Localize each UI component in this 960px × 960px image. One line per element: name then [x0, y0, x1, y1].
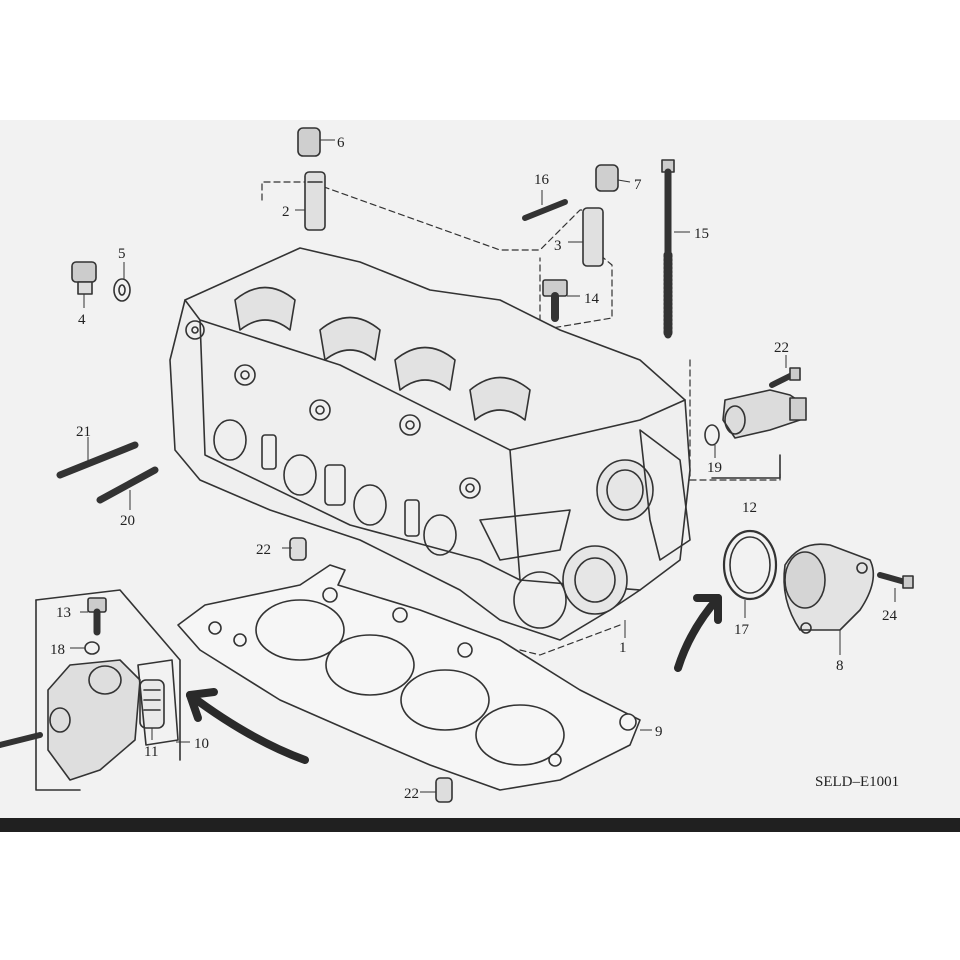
vtc-group-box [35, 589, 181, 791]
valve-seal-7 [595, 164, 619, 192]
callout-6: 6 [337, 135, 345, 151]
hand-drawn-arrow-left [186, 688, 309, 764]
bracket-12-line [711, 454, 781, 479]
monitor-bottom-area [0, 818, 960, 960]
sensor-12 [722, 389, 807, 439]
callout-1: 1 [619, 640, 627, 656]
callout-10: 10 [194, 736, 209, 752]
head-gasket-9 [177, 564, 641, 791]
screen: 6 2 16 7 15 3 14 5 4 21 20 22 1 22 19 12… [0, 120, 960, 820]
head-bolt-15 [661, 159, 675, 340]
housing-8 [783, 543, 875, 634]
callout-16: 16 [534, 172, 550, 188]
callout-labels: 6 2 16 7 15 3 14 5 4 21 20 22 1 22 19 12… [50, 135, 899, 802]
reference-code: SELD–E1001 [815, 774, 899, 790]
callout-21: 21 [76, 424, 91, 440]
stud-21 [56, 441, 139, 479]
callout-7: 7 [634, 177, 642, 193]
callout-5: 5 [118, 246, 126, 262]
gasket-10 [137, 659, 179, 746]
hand-drawn-arrow-right [674, 594, 722, 672]
callout-24: 24 [882, 608, 898, 624]
callout-4: 4 [78, 312, 86, 328]
callout-22-upper: 22 [256, 542, 271, 558]
valve-guide-3 [582, 207, 604, 267]
bolt-23 [769, 367, 801, 388]
callout-19: 19 [707, 460, 722, 476]
callout-3: 3 [554, 238, 562, 254]
bolt-13 [87, 597, 107, 636]
valve-seal-6 [297, 127, 321, 157]
callout-18: 18 [50, 642, 65, 658]
callout-20: 20 [120, 513, 135, 529]
o-ring-18 [84, 641, 100, 655]
gasket-ring-17 [722, 529, 778, 601]
dowel-pin-22b [435, 777, 453, 803]
callout-12: 12 [742, 500, 757, 516]
stud-20 [96, 466, 159, 504]
spool-valve-assembly [0, 659, 141, 781]
cylinder-head [169, 247, 691, 641]
bolt-14 [542, 279, 568, 322]
valve-guide-2 [304, 171, 326, 231]
callout-13: 13 [56, 605, 71, 621]
o-ring-19 [704, 424, 720, 446]
callout-2: 2 [282, 204, 290, 220]
callout-15: 15 [694, 226, 709, 242]
monitor-top-area [0, 0, 960, 120]
stud-16 [522, 199, 568, 221]
callout-17: 17 [734, 622, 750, 638]
monitor-bezel-edge [0, 818, 960, 832]
callout-9: 9 [655, 724, 663, 740]
washer-5 [113, 278, 131, 302]
callout-14: 14 [584, 291, 600, 307]
callout-11: 11 [144, 744, 158, 760]
callout-22-lower: 22 [404, 786, 419, 802]
callout-23: 22 [774, 340, 789, 356]
dowel-pin-22a [289, 537, 307, 561]
callout-8: 8 [836, 658, 844, 674]
plug-bolt-4 [71, 261, 97, 295]
bolt-24 [877, 572, 914, 589]
parts-diagram: 6 2 16 7 15 3 14 5 4 21 20 22 1 22 19 12… [0, 127, 914, 803]
